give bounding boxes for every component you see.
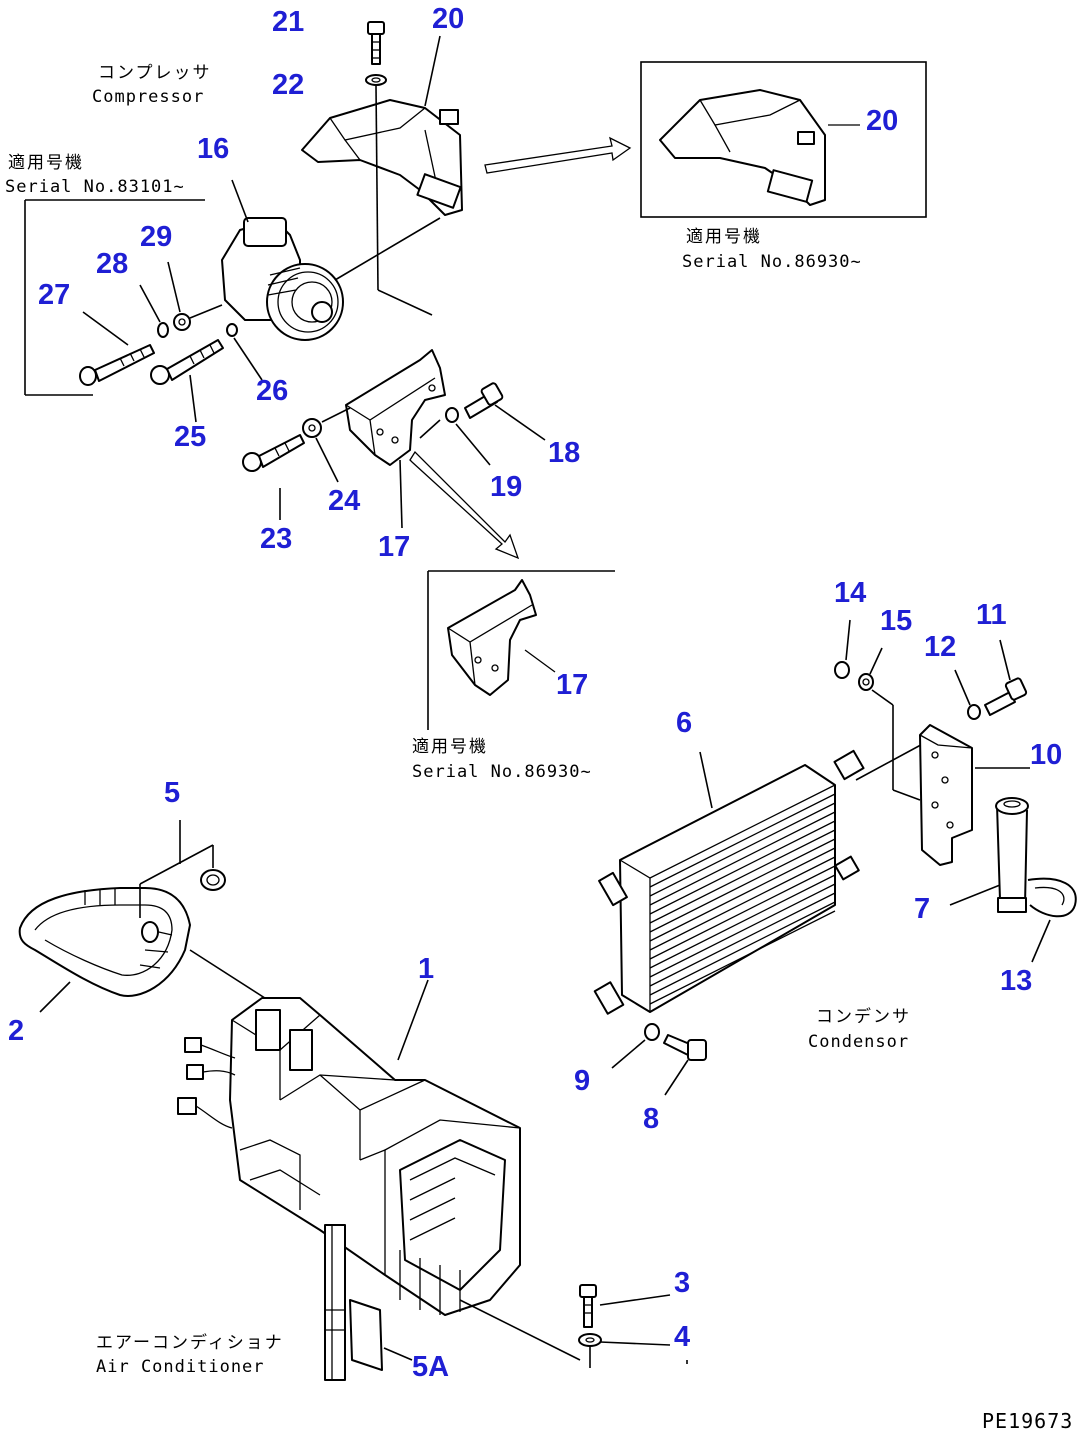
inset-bracket-20 [659, 89, 860, 206]
callout-25: 25 [174, 421, 206, 453]
bolt-3 [579, 1284, 597, 1328]
washer-22 [365, 74, 387, 86]
callout-2: 2 [8, 1015, 24, 1047]
serial-right-label-en: Serial No.86930~ [682, 252, 862, 272]
aircon-label-en: Air Conditioner [96, 1357, 265, 1377]
callout-16: 16 [197, 133, 229, 165]
callout-23: 23 [260, 523, 292, 555]
condenser-fin [649, 901, 836, 996]
callout-12: 12 [924, 631, 956, 663]
inset-bracket-17 [447, 579, 556, 696]
callout-1: 1 [418, 953, 434, 985]
condenser-label-en: Condensor [808, 1032, 909, 1052]
serial-right-label-jp: 適用号機 [686, 227, 762, 247]
condenser-fin [649, 847, 836, 942]
condenser-fin [649, 892, 836, 987]
bolt-11 [984, 677, 1028, 716]
condenser-fin [649, 874, 836, 969]
callout-11: 11 [976, 599, 1007, 631]
callout-27: 27 [38, 279, 70, 311]
condenser-fin [649, 910, 836, 1005]
callout-29: 29 [140, 221, 172, 253]
seal-5a [349, 1299, 383, 1371]
bracket-17 [345, 349, 446, 466]
condenser-fin [649, 829, 836, 924]
callout-20-inset: 20 [866, 105, 898, 137]
callout-9: 9 [574, 1065, 590, 1097]
callout-4: 4 [674, 1321, 690, 1353]
arrow-to-inset-17 [409, 450, 520, 560]
callout-15: 15 [880, 605, 912, 637]
bolt-18 [464, 382, 504, 419]
serial-mid-label-jp: 適用号機 [412, 737, 488, 757]
washer-19 [445, 407, 459, 423]
callout-6: 6 [676, 707, 692, 739]
clamp-13 [1027, 877, 1077, 918]
washer-28 [157, 322, 169, 338]
washer-26 [226, 323, 238, 337]
bolt-27 [79, 344, 155, 386]
bracket-10 [919, 724, 973, 866]
bolt-25 [150, 339, 224, 385]
washer-24 [302, 418, 322, 438]
hose-2 [18, 887, 191, 997]
serial-left-label-en: Serial No.83101~ [5, 177, 185, 197]
washer-4 [578, 1333, 602, 1347]
condenser-fin [649, 838, 836, 933]
bolt-23 [242, 434, 305, 472]
serial-mid-label-en: Serial No.86930~ [412, 762, 592, 782]
serial-left-label-jp: 適用号機 [8, 153, 84, 173]
callout-26: 26 [256, 375, 288, 407]
compressor-label-en: Compressor [92, 87, 204, 107]
condenser-fin [649, 811, 836, 906]
callout-20: 20 [432, 3, 464, 35]
callout-17: 17 [378, 531, 410, 563]
callout-19: 19 [490, 471, 522, 503]
arrow-to-inset-20 [484, 136, 632, 174]
drawing-code: PE19673 [982, 1409, 1073, 1433]
callout-5a: 5A [412, 1351, 449, 1383]
compressor-label-jp: コンプレッサ [98, 63, 212, 83]
condenser-fin [649, 883, 836, 978]
washer-15 [858, 673, 874, 691]
callout-10: 10 [1030, 739, 1062, 771]
air-conditioner-unit-1 [177, 997, 521, 1316]
condenser-fin [649, 793, 836, 888]
washer-9 [644, 1023, 660, 1041]
callout-18: 18 [548, 437, 580, 469]
callout-5: 5 [164, 777, 180, 809]
callout-8: 8 [643, 1103, 659, 1135]
washer-12 [967, 704, 981, 720]
callout-24: 24 [328, 485, 360, 517]
grommet-5 [141, 869, 226, 943]
bolt-21 [367, 21, 385, 65]
inset-box-20 [640, 61, 927, 218]
condenser-fin [649, 865, 836, 960]
callout-28: 28 [96, 248, 128, 280]
callout-3: 3 [674, 1267, 690, 1299]
compressor-16 [221, 217, 344, 341]
condenser-label-jp: コンデンサ [816, 1006, 911, 1027]
washer-29 [173, 313, 191, 331]
callout-17-inset: 17 [556, 669, 588, 701]
receiver-drier-7 [995, 797, 1029, 913]
drain-pipe [324, 1224, 346, 1381]
callout-21: 21 [272, 6, 304, 38]
aircon-label-jp: エアーコンディショナ [96, 1332, 284, 1353]
condenser-fin [649, 820, 836, 915]
callout-14: 14 [834, 577, 866, 609]
callout-22: 22 [272, 69, 304, 101]
callout-13: 13 [1000, 965, 1032, 997]
nut-14 [834, 661, 850, 679]
condenser-fin [649, 856, 836, 951]
condenser-fin [649, 802, 836, 897]
bracket-20 [301, 99, 463, 216]
condenser-6 [593, 749, 865, 1015]
callout-7: 7 [914, 893, 930, 925]
bolt-8 [663, 1034, 707, 1061]
